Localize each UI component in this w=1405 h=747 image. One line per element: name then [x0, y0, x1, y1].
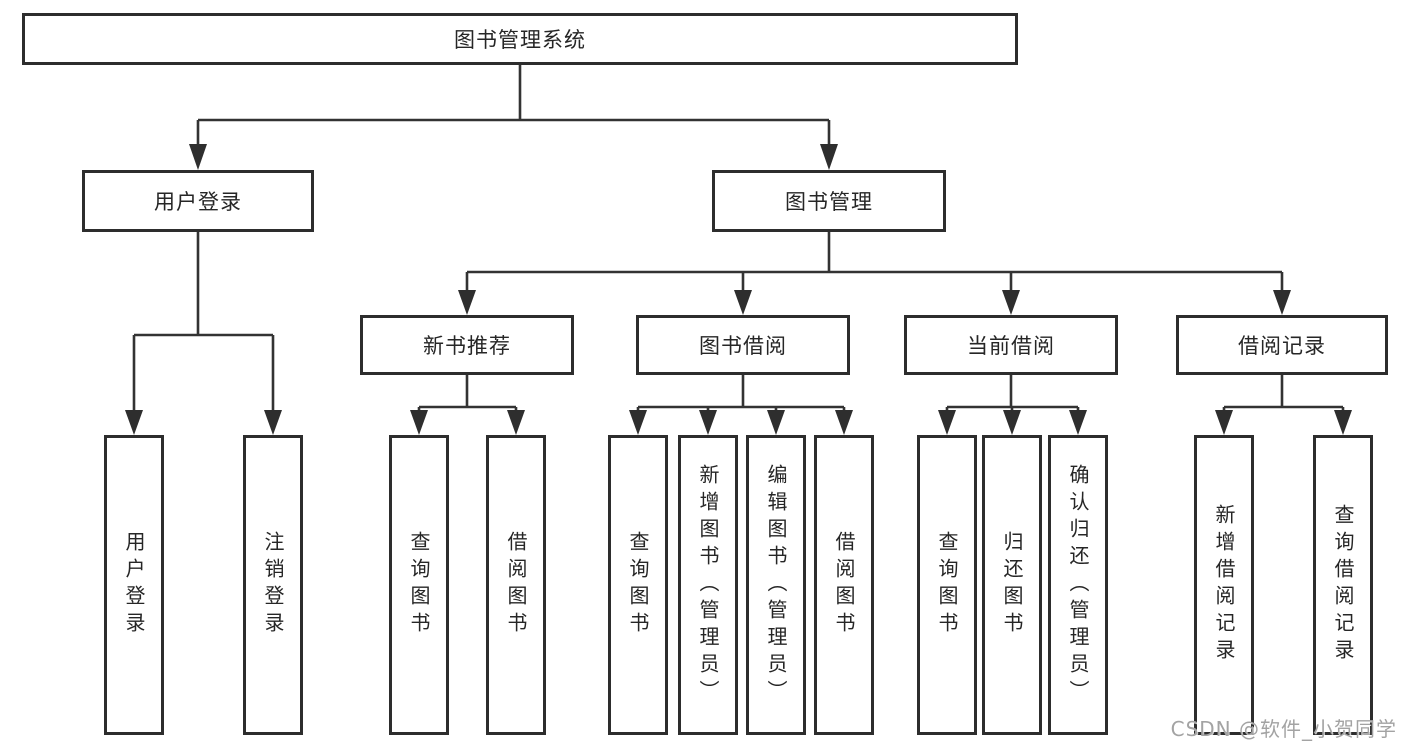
connector-records-to-leaves — [1222, 375, 1345, 412]
csdn-watermark: CSDN @软件_小贺同学 — [1170, 717, 1397, 741]
connector-bookmgmt-to-level3 — [465, 232, 1284, 293]
arrow-icon — [507, 410, 525, 435]
connector-userlogin-to-leaves — [132, 232, 275, 412]
node-root-label: 图书管理系统 — [454, 28, 586, 52]
leaf-borrowing-borrow-books: 借阅图书 — [814, 435, 874, 735]
node-current-borrowing: 当前借阅 — [904, 315, 1118, 375]
leaf-recommend-query-books-label: 查询图书 — [407, 531, 431, 639]
connector-root-to-level2 — [196, 65, 831, 150]
node-current-borrowing-label: 当前借阅 — [967, 334, 1055, 358]
node-user-login: 用户登录 — [82, 170, 314, 232]
arrow-icon — [820, 144, 838, 170]
node-borrowing-records-label: 借阅记录 — [1238, 334, 1326, 358]
leaf-records-add-record-label: 新增借阅记录 — [1212, 504, 1236, 666]
node-new-book-recommend: 新书推荐 — [360, 315, 574, 375]
connector-current-to-leaves — [945, 375, 1080, 412]
arrow-icon — [1334, 410, 1352, 435]
leaf-borrowing-query-books: 查询图书 — [608, 435, 668, 735]
leaf-current-query-books-label: 查询图书 — [935, 531, 959, 639]
arrow-icon — [189, 144, 207, 170]
leaf-current-return-books-label: 归还图书 — [1000, 531, 1024, 639]
arrow-icon — [629, 410, 647, 435]
leaf-borrowing-edit-books-admin-label: 编辑图书（管理员） — [764, 463, 788, 707]
leaf-borrowing-add-books-admin-label: 新增图书（管理员） — [696, 463, 720, 707]
arrow-icon — [410, 410, 428, 435]
leaf-records-add-record: 新增借阅记录 — [1194, 435, 1254, 735]
arrow-icon — [1003, 410, 1021, 435]
arrow-icon — [1273, 290, 1291, 315]
leaf-borrowing-borrow-books-label: 借阅图书 — [832, 531, 856, 639]
leaf-borrowing-query-books-label: 查询图书 — [626, 531, 650, 639]
arrow-icon — [458, 290, 476, 315]
arrow-icon — [938, 410, 956, 435]
arrow-icon — [767, 410, 785, 435]
node-book-borrowing: 图书借阅 — [636, 315, 850, 375]
leaf-logout-label: 注销登录 — [261, 531, 285, 639]
leaf-current-return-books: 归还图书 — [982, 435, 1042, 735]
connector-newbook-to-leaves — [417, 375, 518, 412]
connector-borrowing-to-leaves — [636, 375, 846, 412]
leaf-borrowing-add-books-admin: 新增图书（管理员） — [678, 435, 738, 735]
leaf-borrowing-edit-books-admin: 编辑图书（管理员） — [746, 435, 806, 735]
leaf-user-login: 用户登录 — [104, 435, 164, 735]
leaf-recommend-borrow-books-label: 借阅图书 — [504, 531, 528, 639]
node-root-system: 图书管理系统 — [22, 13, 1018, 65]
arrowheads — [125, 144, 1352, 435]
leaf-user-login-label: 用户登录 — [122, 531, 146, 639]
node-new-book-recommend-label: 新书推荐 — [423, 334, 511, 358]
arrow-icon — [125, 410, 143, 435]
leaf-recommend-query-books: 查询图书 — [389, 435, 449, 735]
leaf-current-query-books: 查询图书 — [917, 435, 977, 735]
node-book-borrowing-label: 图书借阅 — [699, 334, 787, 358]
leaf-logout: 注销登录 — [243, 435, 303, 735]
arrow-icon — [734, 290, 752, 315]
leaf-records-query-record: 查询借阅记录 — [1313, 435, 1373, 735]
leaf-current-confirm-return-admin-label: 确认归还（管理员） — [1066, 463, 1090, 707]
leaf-current-confirm-return-admin: 确认归还（管理员） — [1048, 435, 1108, 735]
node-book-management: 图书管理 — [712, 170, 946, 232]
arrow-icon — [835, 410, 853, 435]
node-borrowing-records: 借阅记录 — [1176, 315, 1388, 375]
arrow-icon — [264, 410, 282, 435]
arrow-icon — [1215, 410, 1233, 435]
arrow-icon — [1069, 410, 1087, 435]
arrow-icon — [1002, 290, 1020, 315]
leaf-recommend-borrow-books: 借阅图书 — [486, 435, 546, 735]
node-user-login-label: 用户登录 — [154, 190, 242, 214]
leaf-records-query-record-label: 查询借阅记录 — [1331, 504, 1355, 666]
arrow-icon — [699, 410, 717, 435]
node-book-management-label: 图书管理 — [785, 190, 873, 214]
